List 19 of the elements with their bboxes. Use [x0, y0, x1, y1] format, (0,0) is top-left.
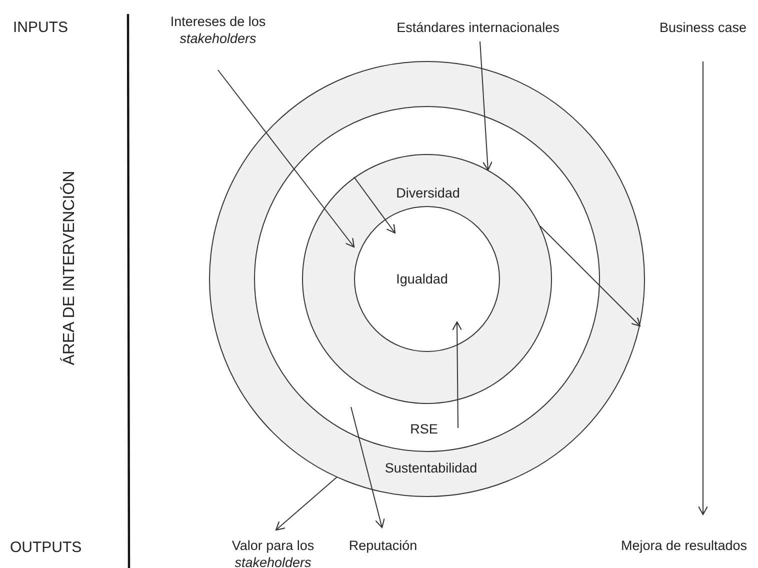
row-label: OUTPUTS — [10, 539, 82, 556]
arrow — [218, 70, 355, 248]
arrow — [275, 476, 338, 531]
arrow — [350, 406, 385, 528]
ring-label: Sustentabilidad — [384, 460, 478, 476]
text-label: Mejora de resultados — [612, 537, 756, 554]
arrow — [698, 61, 708, 516]
text-label: Intereses de los stakeholders — [153, 13, 283, 47]
text-label: Estándares internacionales — [393, 19, 563, 36]
arrow — [354, 176, 396, 234]
text-label: Business case — [643, 19, 758, 36]
vertical-axis-label: ÁREA DE INTERVENCIÓN — [61, 170, 79, 366]
arrow — [480, 41, 493, 171]
ring-label: Igualdad — [396, 272, 448, 286]
ring-label: RSE — [410, 422, 438, 436]
row-label: INPUTS — [13, 19, 68, 36]
arrow — [452, 321, 462, 428]
ring-label: Diversidad — [396, 186, 460, 200]
arrow — [540, 226, 641, 327]
